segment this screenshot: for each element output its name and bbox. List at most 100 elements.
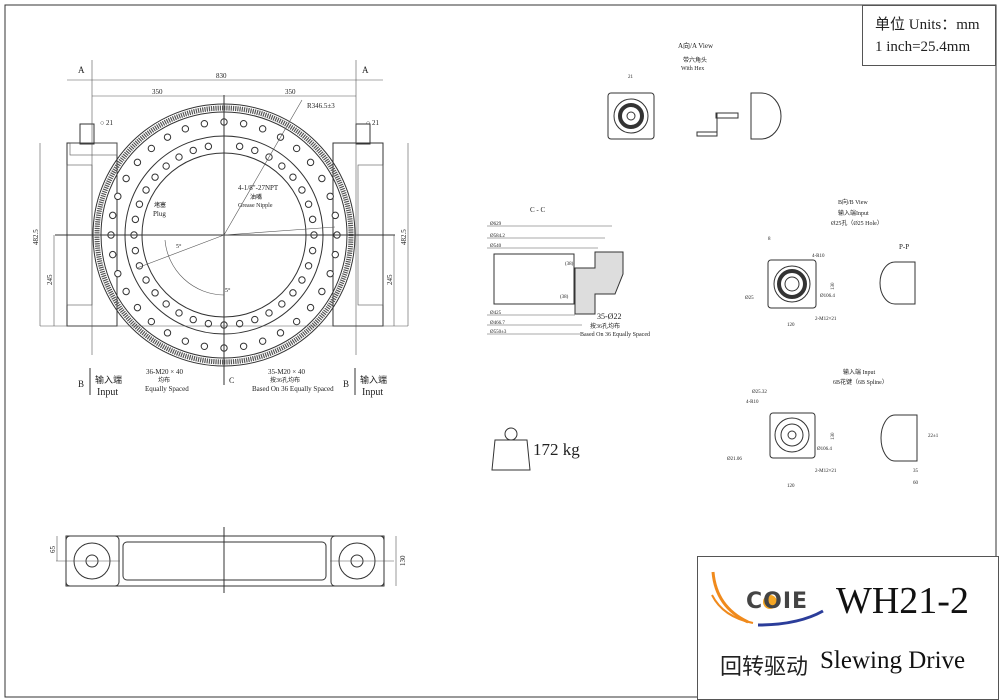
holes-spec: 35-Ø22 (597, 312, 621, 321)
view-a-sub-cn: 带六角头 (683, 56, 707, 64)
view-a-title: A向/A View (678, 41, 714, 50)
model-number: WH21-2 (836, 580, 969, 622)
bolt-hole (147, 317, 156, 326)
bolt-hole (304, 262, 313, 270)
input-en-right: Input (362, 387, 383, 398)
bolts-right-en: Based On 36 Equally Spaced (252, 385, 334, 393)
bolt-hole (151, 173, 159, 181)
view-b-m12: 2-M12×21 (815, 317, 837, 322)
angle-label-2: 5° (225, 287, 231, 294)
bolt-hole (147, 144, 156, 153)
spline-d106: Ø106.4 (817, 447, 832, 452)
grease-code: 4-1/8"-27NPT (238, 184, 279, 192)
spline-dim22: 22±1 (928, 434, 939, 439)
section-c-bottom: C (229, 376, 234, 385)
cc-title: C - C (530, 206, 546, 214)
radius-label: R346.5±3 (307, 102, 335, 110)
bolt-hole (189, 146, 197, 155)
angle-label: 5° (176, 243, 182, 250)
bolt-hole (151, 289, 159, 297)
dim-830: 830 (216, 72, 227, 80)
d629: Ø629 (490, 222, 502, 227)
spline-m12: 2-M12×21 (815, 469, 837, 474)
bolts-left-spec: 36-M20 × 40 (146, 368, 184, 376)
bolt-hole (142, 186, 150, 194)
bolt-hole (239, 342, 248, 350)
spline-dim35: 35 (913, 469, 919, 474)
bolt-hole (114, 192, 122, 201)
d466: Ø466.7 (490, 321, 505, 326)
bolts-right-cn: 按36孔均布 (270, 376, 300, 384)
bolt-hole (265, 309, 273, 317)
dim-245-left: 245 (46, 274, 54, 285)
holes-cn: 按36孔均布 (590, 322, 620, 330)
bolt-hole (292, 144, 301, 153)
bolt-hole (175, 309, 183, 317)
drawing-border (4, 4, 997, 698)
bolt-hole (331, 211, 339, 220)
bolt-hole (318, 287, 326, 296)
spline-d25: Ø25.32 (752, 390, 767, 395)
input-en-left: Input (97, 387, 118, 398)
section-cc: C - C Ø629 Ø584.2 Ø540 (38) (38) Ø425 Ø4… (487, 206, 650, 338)
bolt-hole (235, 319, 244, 328)
bolt-hole (298, 186, 306, 194)
bolt-hole (326, 269, 334, 278)
units-line2: 1 inch=25.4mm (875, 39, 971, 55)
bolt-hole (331, 250, 339, 259)
spline-title: 输入端 Input (843, 368, 875, 376)
view-b: B向/B View 输入端Input Ø25孔（Ø25 Hole） 4-R10 … (745, 198, 916, 328)
bolt-hole (306, 303, 315, 312)
section-a-right: A (362, 65, 369, 75)
dim-350-left: 350 (152, 88, 163, 96)
bolt-hole (298, 276, 306, 284)
spline-sub: 6B花键（6B Spline） (833, 378, 888, 386)
bolt-hole (114, 269, 122, 278)
bolt-hole (175, 153, 183, 161)
bolt-hole (258, 125, 267, 133)
dim-482-left: 482.5 (32, 229, 40, 245)
bolt-hole (204, 319, 213, 328)
bolt-hole (163, 133, 172, 141)
grease-cn: 油嘴 (250, 193, 262, 201)
input-cn-right: 输入端 (360, 374, 387, 385)
bolt-hole (289, 173, 297, 181)
product-name-en: Slewing Drive (820, 647, 966, 674)
bolt-hole (278, 162, 286, 170)
bolt-hole (162, 300, 170, 308)
bolt-hole (276, 329, 285, 337)
bolt-hole (200, 120, 209, 128)
bolt-hole (251, 146, 259, 155)
view-b-title: B向/B View (838, 198, 868, 206)
dim-482-right: 482.5 (400, 229, 408, 245)
coie-logo: COIE (708, 567, 828, 633)
bolts-right-spec: 35-M20 × 40 (268, 368, 306, 376)
holes-en: Based On 36 Equally Spaced (580, 332, 650, 338)
bolt-hole (326, 192, 334, 201)
view-b-d106: Ø106.4 (820, 294, 835, 299)
title-block: COIE WH21-2 回转驱动 Slewing Drive (697, 556, 999, 700)
bolt-hole (131, 215, 140, 224)
view-a-dim: 21 (628, 75, 634, 80)
plug-en: Plug (153, 210, 166, 218)
dim-65: 65 (49, 546, 57, 554)
bolt-hole (163, 329, 172, 337)
bolt-hole (109, 211, 117, 220)
h2: (38) (560, 295, 569, 300)
section-b-left: B (78, 379, 84, 389)
bolt-hole (133, 158, 142, 167)
bolt-hole (181, 337, 190, 345)
grease-en: Grease Nipple (238, 203, 273, 209)
spline-h130: 130 (831, 432, 836, 440)
view-b-w120: 120 (787, 323, 795, 328)
bolt-hole (304, 200, 313, 208)
dim-21-right: ○ 21 (366, 119, 379, 127)
spline-d21: Ø21.06 (727, 457, 742, 462)
side-view: 65 130 (49, 527, 407, 593)
bolt-hole (235, 142, 244, 151)
view-b-h130: 130 (831, 282, 836, 290)
units-line1: 单位 Units：mm (875, 17, 980, 33)
weight-label: 172 kg (533, 440, 580, 459)
bolt-hole (251, 315, 259, 324)
